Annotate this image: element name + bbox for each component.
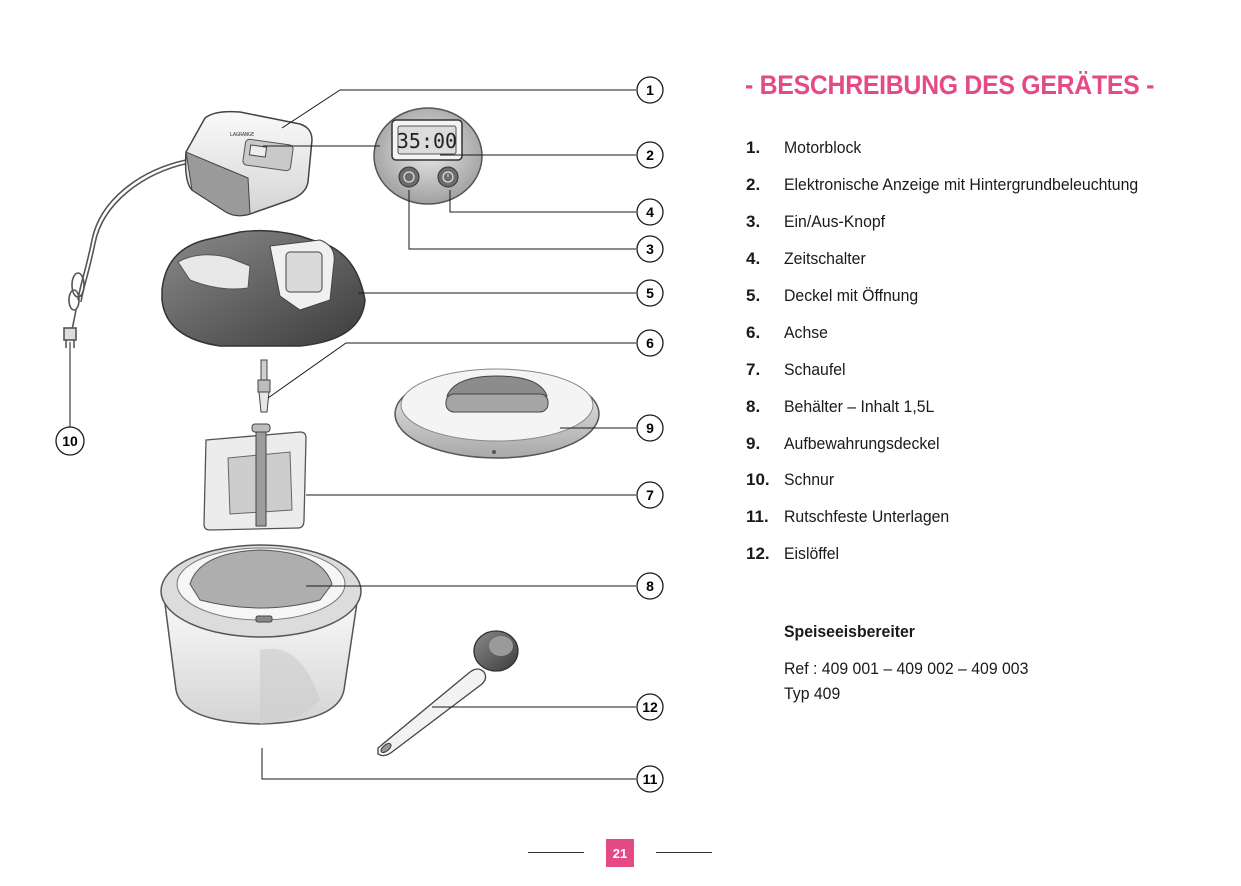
part-label: Ein/Aus-Knopf	[784, 212, 885, 232]
svg-text:7: 7	[646, 487, 654, 503]
part-number: 3.	[746, 212, 784, 232]
callout-11: 11	[637, 766, 663, 792]
list-item: 3.Ein/Aus-Knopf	[746, 204, 1165, 241]
list-item: 4.Zeitschalter	[746, 241, 1165, 278]
product-name: Speiseeisbereiter	[784, 622, 1028, 642]
container	[161, 545, 361, 724]
product-info: Speiseeisbereiter Ref : 409 001 – 409 00…	[784, 622, 1047, 706]
list-item: 7.Schaufel	[746, 351, 1165, 388]
svg-text:LAGRANGE: LAGRANGE	[230, 132, 254, 138]
part-number: 12.	[746, 544, 784, 564]
lid-with-opening	[162, 231, 365, 346]
part-number: 9.	[746, 434, 784, 454]
paddle	[204, 424, 306, 530]
list-item: 6.Achse	[746, 314, 1165, 351]
svg-text:2: 2	[646, 147, 654, 163]
callout-9: 9	[637, 415, 663, 441]
part-number: 4.	[746, 249, 784, 269]
part-label: Aufbewahrungsdeckel	[784, 434, 940, 454]
page-number: 21	[606, 839, 634, 867]
part-number: 7.	[746, 360, 784, 380]
part-label: Schnur	[784, 470, 834, 490]
ice-cream-scoop	[378, 631, 518, 756]
storage-lid	[395, 369, 599, 458]
part-number: 2.	[746, 175, 784, 195]
list-item: 12.Eislöffel	[746, 536, 1165, 573]
part-number: 1.	[746, 138, 784, 158]
product-ref: Ref : 409 001 – 409 002 – 409 003	[784, 656, 1028, 681]
control-panel: 35:00	[374, 108, 482, 204]
part-label: Zeitschalter	[784, 249, 866, 269]
svg-text:8: 8	[646, 578, 654, 594]
callout-5: 5	[637, 280, 663, 306]
part-number: 10.	[746, 470, 784, 490]
part-label: Deckel mit Öffnung	[784, 286, 918, 306]
list-item: 9.Aufbewahrungsdeckel	[746, 425, 1165, 462]
motor-block: LAGRANGE	[186, 112, 312, 216]
svg-text:4: 4	[646, 204, 654, 220]
svg-text:12: 12	[642, 699, 658, 715]
exploded-view-illustration: LAGRANGE 35:00	[0, 0, 730, 886]
parts-list: 1.Motorblock 2.Elektronische Anzeige mit…	[746, 130, 1165, 573]
part-label: Achse	[784, 323, 828, 343]
product-type: Typ 409	[784, 681, 1028, 706]
axle	[258, 360, 270, 412]
svg-text:10: 10	[62, 433, 78, 449]
callout-3: 3	[637, 236, 663, 262]
part-number: 11.	[746, 507, 784, 527]
footer-rule-left	[528, 852, 584, 853]
callout-2: 2	[637, 142, 663, 168]
part-label: Rutschfeste Unterlagen	[784, 507, 949, 527]
callout-7: 7	[637, 482, 663, 508]
power-button-icon	[399, 167, 419, 187]
list-item: 1.Motorblock	[746, 130, 1165, 167]
part-number: 5.	[746, 286, 784, 306]
part-label: Elektronische Anzeige mit Hintergrundbel…	[784, 175, 1138, 195]
callout-10: 10	[56, 427, 84, 455]
svg-text:3: 3	[646, 241, 654, 257]
part-label: Motorblock	[784, 138, 861, 158]
part-label: Behälter – Inhalt 1,5L	[784, 397, 934, 417]
list-item: 11.Rutschfeste Unterlagen	[746, 499, 1165, 536]
part-number: 8.	[746, 397, 784, 417]
svg-text:5: 5	[646, 285, 654, 301]
list-item: 10.Schnur	[746, 462, 1165, 499]
svg-text:6: 6	[646, 335, 654, 351]
part-label: Schaufel	[784, 360, 846, 380]
list-item: 8.Behälter – Inhalt 1,5L	[746, 388, 1165, 425]
callout-8: 8	[637, 573, 663, 599]
list-item: 2.Elektronische Anzeige mit Hintergrundb…	[746, 167, 1165, 204]
part-label: Eislöffel	[784, 544, 839, 564]
callout-4: 4	[637, 199, 663, 225]
list-item: 5.Deckel mit Öffnung	[746, 278, 1165, 315]
timer-display: 35:00	[397, 129, 457, 153]
svg-text:11: 11	[643, 771, 658, 787]
callout-12: 12	[637, 694, 663, 720]
page-title: - BESCHREIBUNG DES GERÄTES -	[745, 70, 1154, 101]
svg-text:9: 9	[646, 420, 654, 436]
svg-text:1: 1	[646, 82, 654, 98]
part-number: 6.	[746, 323, 784, 343]
callout-1: 1	[637, 77, 663, 103]
footer-rule-right	[656, 852, 712, 853]
callout-6: 6	[637, 330, 663, 356]
